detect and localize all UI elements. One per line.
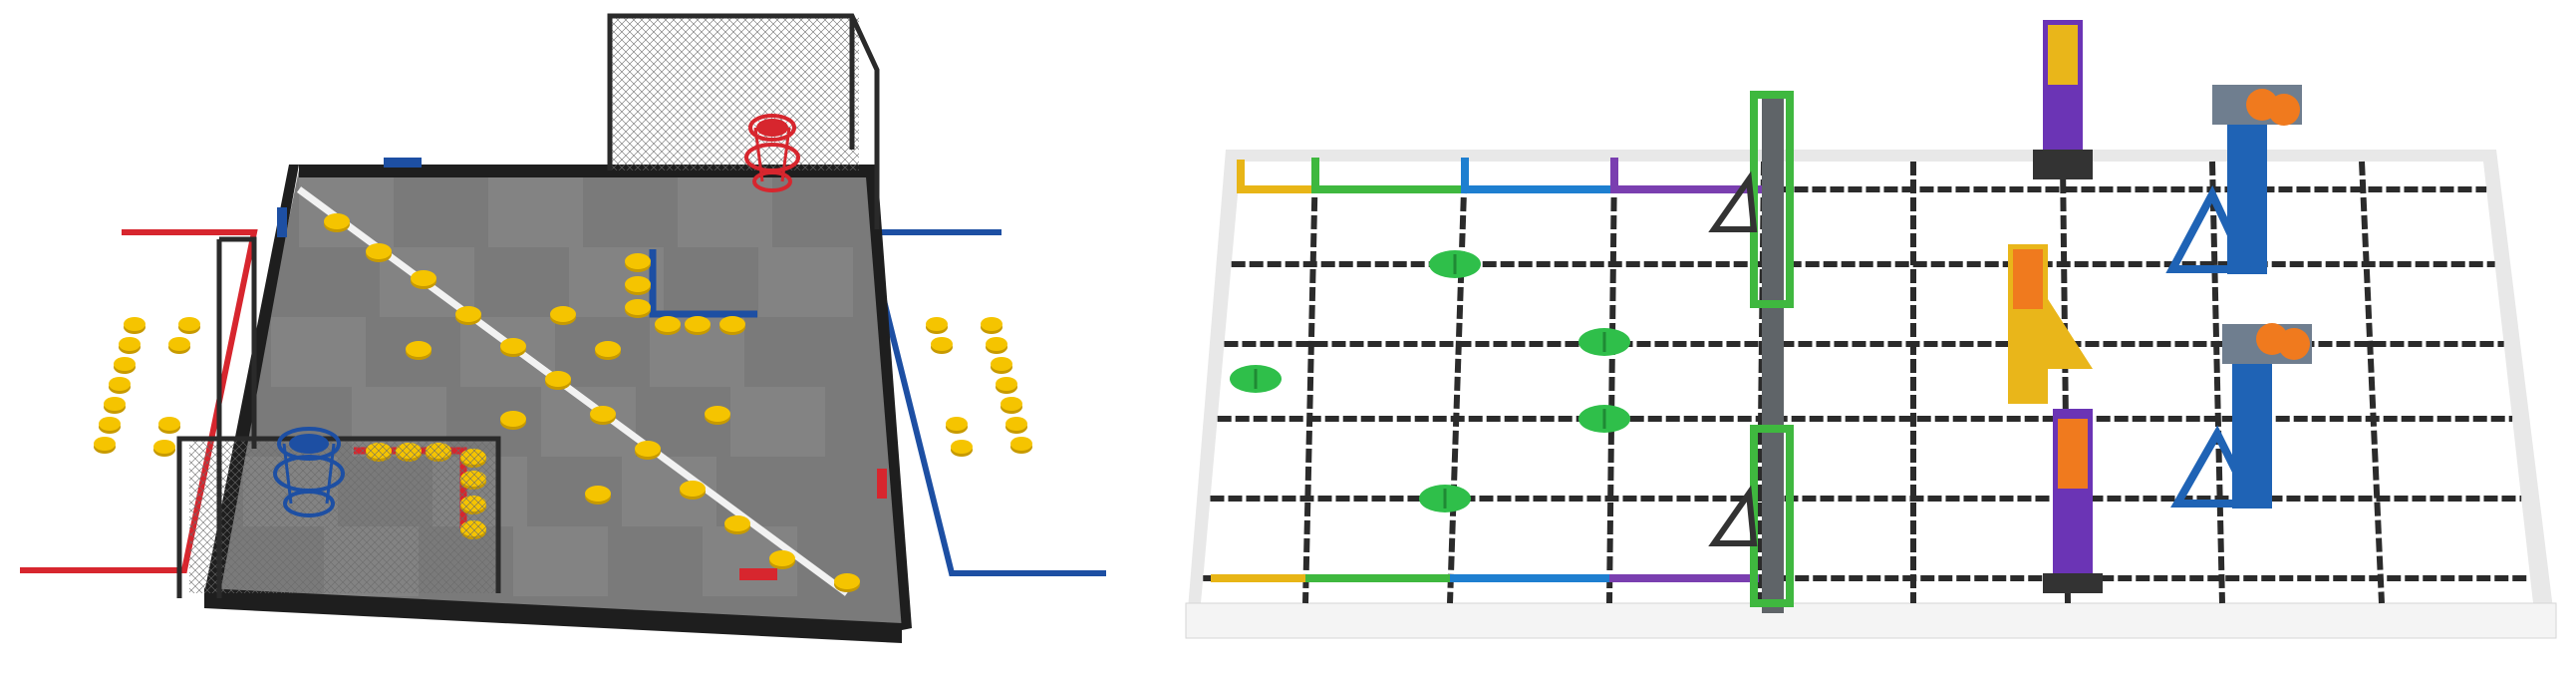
disc	[411, 270, 436, 286]
disc	[178, 317, 200, 331]
disc	[625, 253, 651, 269]
disc	[705, 406, 730, 422]
disc	[545, 371, 571, 387]
yellow-tower	[2008, 244, 2093, 404]
disc	[585, 486, 611, 502]
disc	[724, 515, 750, 531]
disc	[550, 306, 576, 322]
green-mobile-goals	[1230, 250, 1630, 512]
grid-line	[1606, 161, 1617, 604]
alliance-tape-lines	[1211, 158, 1774, 582]
disc	[406, 341, 431, 357]
disc	[366, 243, 392, 259]
red-high-goal-enclosure	[607, 13, 880, 229]
disc	[500, 338, 526, 354]
disc-game-field-render	[0, 0, 1156, 676]
disc	[635, 441, 661, 457]
disc	[981, 317, 1002, 331]
disc	[680, 481, 706, 497]
blue-tower-bottom	[2170, 323, 2312, 508]
disc	[109, 377, 131, 391]
center-barrier	[1708, 91, 1794, 613]
blue-high-goal-enclosure	[176, 436, 501, 598]
disc	[946, 417, 968, 431]
disc	[94, 437, 116, 451]
disc	[769, 550, 795, 566]
disc	[99, 417, 121, 431]
preload-discs	[94, 317, 1032, 457]
blue-alliance-line	[863, 229, 1106, 576]
grid-line	[2359, 161, 2385, 604]
disc	[119, 337, 141, 351]
field-wall	[1185, 150, 2557, 639]
floor-tile	[513, 526, 608, 596]
floor-tile	[271, 317, 366, 387]
disc	[931, 337, 953, 351]
disc	[500, 411, 526, 427]
disc	[595, 341, 621, 357]
grid-line	[1447, 161, 1468, 604]
disc	[158, 417, 180, 431]
disc	[834, 573, 860, 589]
disc	[996, 377, 1017, 391]
disc	[926, 317, 948, 331]
floor-tile	[488, 177, 583, 247]
red-high-goal-basket	[744, 114, 800, 192]
disc	[986, 337, 1007, 351]
blue-low-goal-barrier	[649, 249, 757, 318]
disc	[153, 440, 175, 454]
grid-game-field-render	[1156, 0, 2576, 676]
purple-tower-top	[2033, 20, 2093, 179]
disc	[719, 316, 745, 332]
disc	[324, 213, 350, 229]
left-side-panel	[216, 236, 257, 598]
grid-game-field-illustration	[1185, 20, 2557, 639]
disc	[590, 406, 616, 422]
blue-tower-top	[2165, 85, 2302, 274]
disc	[991, 357, 1012, 371]
floor-tile	[758, 247, 853, 317]
disc	[1010, 437, 1032, 451]
disc	[455, 306, 481, 322]
floor-tile	[730, 387, 825, 457]
disc	[625, 276, 651, 292]
disc	[124, 317, 145, 331]
purple-tower-bottom	[2043, 409, 2103, 593]
disc	[1001, 397, 1022, 411]
disc	[104, 397, 126, 411]
disc	[655, 316, 681, 332]
blue-high-goal-basket	[273, 427, 345, 517]
disc	[625, 299, 651, 315]
grid-line	[1302, 161, 1318, 604]
disc	[114, 357, 136, 371]
disc	[685, 316, 711, 332]
disc	[1005, 417, 1027, 431]
disc	[951, 440, 973, 454]
grid-line	[2209, 161, 2225, 604]
disc	[168, 337, 190, 351]
field-rollers	[277, 158, 887, 580]
floor-tile	[299, 177, 394, 247]
floor-tile	[541, 387, 636, 457]
disc-game-field-illustration	[20, 13, 1106, 643]
floor-tile	[678, 177, 772, 247]
